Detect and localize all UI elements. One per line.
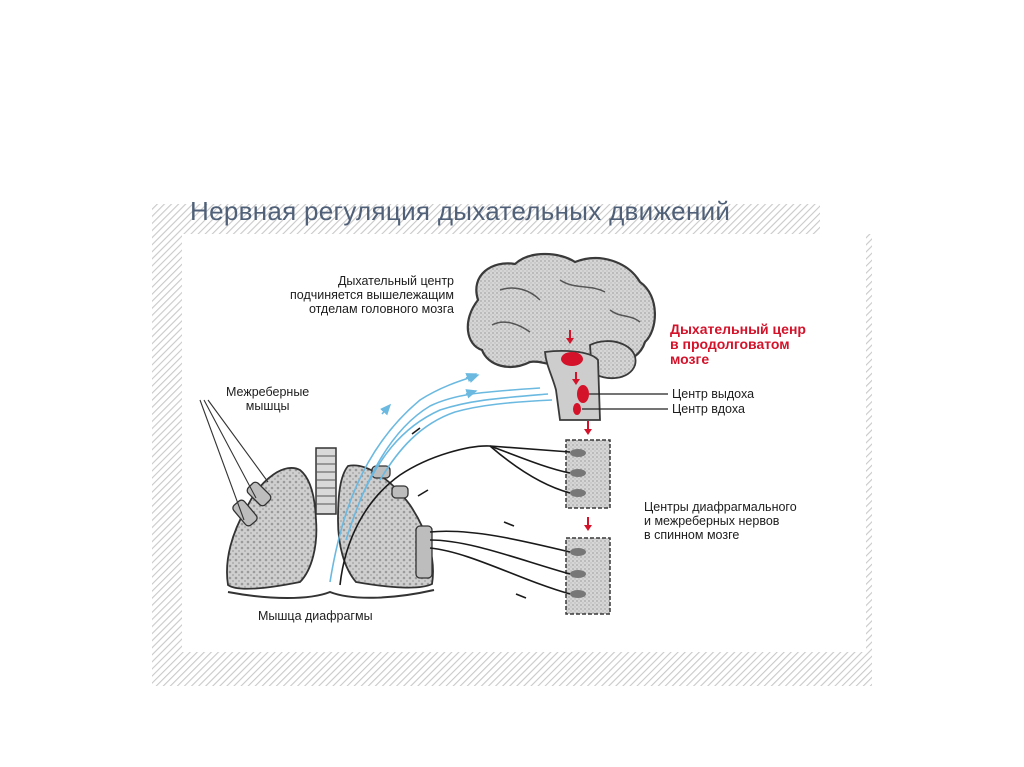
- slide-title: Нервная регуляция дыхательных движений: [190, 196, 731, 226]
- exhale-center-marker: [577, 385, 589, 403]
- label-inhale-center: Центр вдоха: [672, 402, 745, 416]
- inhale-center-marker: [573, 403, 581, 415]
- afferent-nerves: [329, 373, 553, 583]
- label-line: Межреберные: [226, 385, 310, 399]
- label-medulla-center: Дыхательный ценр в продолговатом мозге: [670, 322, 806, 367]
- label-spinal-centers: Центры диафрагмального и межреберных нер…: [644, 500, 797, 542]
- label-line: мозге: [670, 351, 710, 367]
- label-line: отделам головного мозга: [308, 302, 454, 316]
- efferent-nerves: [339, 427, 571, 599]
- label-line: и межреберных нервов: [644, 514, 780, 528]
- label-line: Центры диафрагмального: [644, 500, 797, 514]
- label-line: Дыхательный ценр: [670, 321, 806, 337]
- label-line: в спинном мозге: [644, 528, 740, 542]
- down-arrow-icon: [584, 517, 592, 531]
- medulla-centers: [561, 330, 668, 415]
- respiratory-center-marker: [561, 352, 583, 366]
- label-line: в продолговатом: [670, 336, 790, 352]
- lungs-illustration: [226, 447, 435, 599]
- intercostal-pointers: [199, 399, 269, 521]
- label-diaphragm: Мышца диафрагмы: [258, 609, 373, 623]
- down-arrow-icon: [566, 330, 574, 344]
- label-exhale-center: Центр выдоха: [672, 387, 755, 401]
- label-line: подчиняется вышележащим: [290, 288, 454, 302]
- down-arrow-icon: [572, 372, 580, 385]
- brain-illustration: [466, 253, 656, 421]
- spinal-cord-upper: [565, 421, 611, 509]
- label-line: Дыхательный центр: [337, 274, 454, 288]
- label-line: мышцы: [245, 399, 290, 413]
- label-center-subordinate: Дыхательный центр подчиняется вышележащи…: [244, 274, 454, 316]
- intercostal-rib-segments: [232, 465, 433, 579]
- label-intercostal-muscles: Межреберные мышцы: [226, 385, 309, 413]
- down-arrow-icon: [584, 421, 592, 435]
- spinal-cord-lower: [565, 517, 611, 615]
